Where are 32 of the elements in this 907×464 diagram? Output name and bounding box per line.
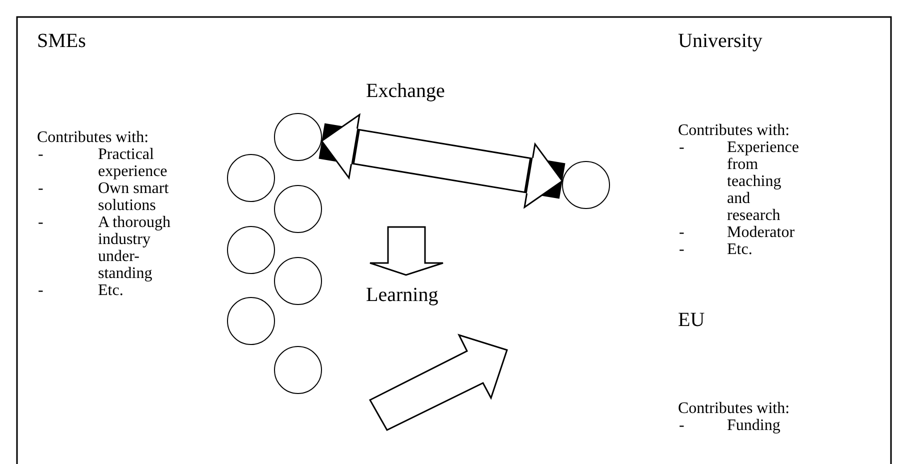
list-dash: - [679,139,684,156]
heading: EU [678,309,705,331]
circle [274,113,322,161]
circle [562,161,610,209]
circle [274,185,322,233]
circle [274,346,322,394]
list-item: Own smart solutions [98,180,170,214]
circle [227,297,275,345]
list-item: A thorough industry under-standing [98,214,172,282]
list-dash: - [679,241,684,258]
heading: Exchange [366,80,445,102]
circle [227,226,275,274]
circle [227,154,275,202]
list-item: Practical experience [98,146,168,180]
list-dash: - [38,180,44,197]
text: Contributes with: [37,129,149,146]
list-dash: - [38,282,44,299]
list-dash: - [679,224,684,241]
heading: University [678,30,762,52]
circle [274,257,322,305]
list-item: Experience from teaching and research [727,139,799,224]
list-item: Etc. [98,282,124,299]
list-dash: - [679,417,684,434]
list-item: Moderator [727,224,796,241]
list-item: Etc. [727,241,754,258]
heading: SMEs [37,30,86,52]
list-dash: - [38,214,44,231]
list-item: Funding [727,417,782,434]
text: Contributes with: [678,122,790,139]
list-dash: - [38,146,44,163]
text: Contributes with: [678,400,790,417]
heading: Learning [366,284,438,306]
